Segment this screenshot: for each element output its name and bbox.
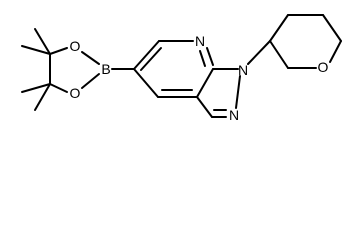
bond-c5-c6 bbox=[133, 40, 160, 70]
bond-oxane-c6-c2 bbox=[269, 40, 289, 69]
bond-b-o-bottom bbox=[81, 73, 100, 89]
oxane-ring bbox=[269, 14, 342, 69]
bond-o-bottom-c bbox=[49, 83, 68, 93]
atom-label-pyrazole-n1: N bbox=[238, 62, 248, 78]
atom-label-boron: B bbox=[101, 61, 110, 77]
bond-c3-c3a bbox=[196, 96, 213, 118]
bond-oxane-c4-c5 bbox=[322, 14, 342, 42]
bond-o-top-c bbox=[49, 47, 68, 55]
bond-n7-c7a-inner bbox=[199, 50, 206, 67]
bond-c4-c5 bbox=[133, 68, 159, 98]
atom-labels: B O O N N N O bbox=[70, 33, 329, 123]
bond-n1-n2 bbox=[235, 75, 241, 109]
pyridine-ring bbox=[133, 40, 214, 98]
structure-canvas: B O O N N N O bbox=[21, 14, 342, 123]
bond-c7a-c3a bbox=[196, 68, 214, 98]
pyrazole-ring bbox=[196, 68, 241, 118]
atom-label-dioxaborolane-o-top: O bbox=[70, 38, 81, 54]
atom-label-oxane-o: O bbox=[318, 59, 329, 75]
bond-n1-oxane bbox=[247, 40, 271, 65]
bond-methyl-4 bbox=[34, 83, 51, 111]
atom-label-pyridine-n: N bbox=[195, 33, 205, 49]
atom-label-dioxaborolane-o-bottom: O bbox=[70, 85, 81, 101]
bond-oxane-c5-o bbox=[329, 40, 342, 63]
bond-n7-c7a bbox=[206, 47, 214, 66]
bond-methyl-2 bbox=[21, 45, 51, 55]
atom-label-pyrazole-n2: N bbox=[229, 107, 239, 123]
bond-methyl-3 bbox=[21, 83, 51, 93]
bond-methyl-1 bbox=[34, 28, 51, 55]
bond-c5-c6-inner bbox=[140, 47, 162, 71]
bond-oxane-c2-c3 bbox=[269, 14, 289, 42]
pinacol-boronate-group bbox=[21, 28, 100, 111]
molecule-structure: B O O N N N O bbox=[21, 14, 342, 123]
bond-b-o-top bbox=[81, 51, 100, 65]
